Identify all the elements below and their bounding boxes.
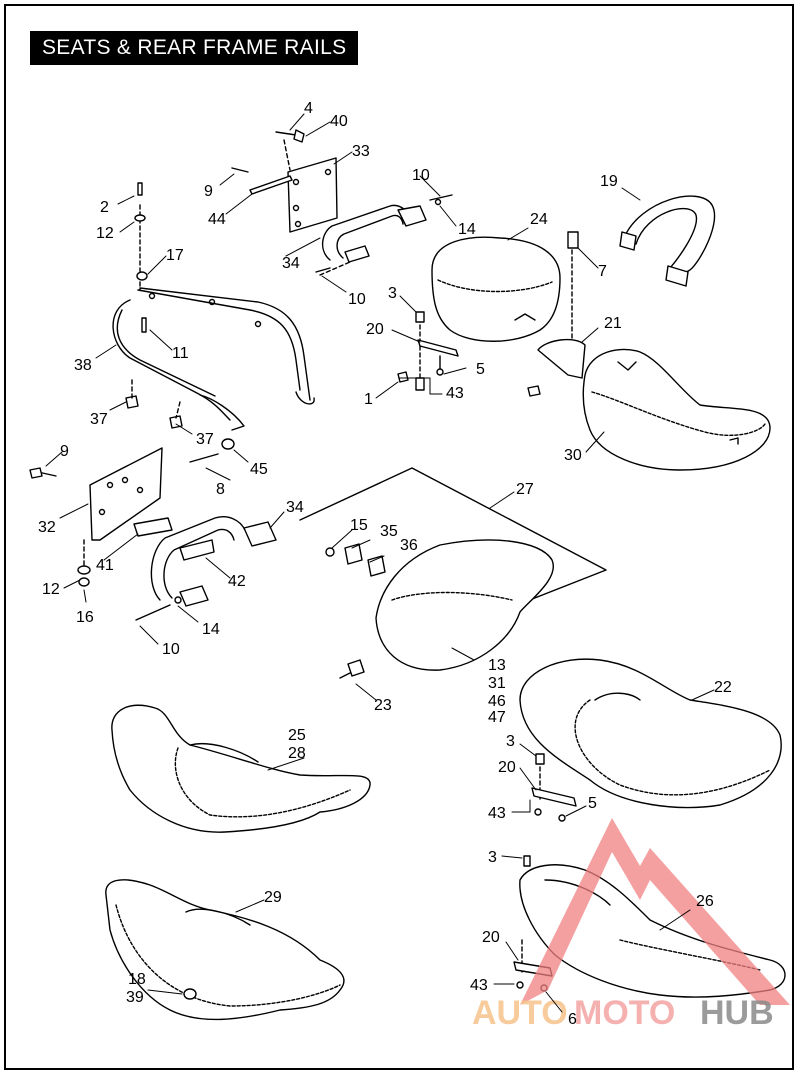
callout-21: 21: [604, 315, 622, 332]
callout-11: 11: [172, 345, 189, 362]
two-up-seat-part: [519, 658, 782, 822]
watermark-text-auto: AUTO: [472, 994, 568, 1032]
callout-14-upper: 14: [458, 221, 476, 238]
page-title: SEATS & REAR FRAME RAILS: [30, 31, 359, 65]
watermark-text-hub: HUB: [700, 994, 774, 1032]
callout-3-upper: 3: [388, 285, 397, 302]
solo-seat-part: [397, 236, 561, 391]
callout-6: 6: [568, 1011, 577, 1028]
callout-29: 29: [264, 889, 282, 906]
touring-two-up-seat-part: [105, 879, 345, 1021]
callout-19: 19: [600, 173, 618, 190]
callout-7: 7: [598, 263, 607, 280]
callout-26: 26: [696, 893, 714, 910]
callout-10-upper: 10: [412, 167, 430, 184]
callout-38: 38: [74, 357, 92, 374]
callout-20-mid: 20: [498, 759, 516, 776]
callout-22: 22: [714, 679, 732, 696]
license-bracket-part: [231, 129, 338, 233]
callout-35: 35: [380, 523, 398, 540]
callout-25: 25: [288, 727, 306, 744]
callout-28: 28: [288, 745, 306, 762]
callout-36: 36: [400, 537, 418, 554]
callout-17: 17: [166, 247, 184, 264]
callout-34-upper: 34: [282, 255, 300, 272]
callout-4: 4: [304, 100, 313, 117]
callout-45: 45: [250, 461, 268, 478]
lower-bracket-part: [29, 438, 235, 587]
callout-12-lower: 12: [42, 581, 60, 598]
lower-rail-part: [135, 516, 277, 621]
callout-33: 33: [352, 143, 370, 160]
callout-44: 44: [208, 211, 226, 228]
callout-34-lower: 34: [286, 499, 304, 516]
upper-rail-part: [315, 194, 453, 276]
callout-20-upper: 20: [366, 321, 384, 338]
callout-39: 39: [126, 989, 144, 1006]
callout-37-right: 37: [196, 431, 214, 448]
callout-42: 42: [228, 573, 246, 590]
leader-lines: [45, 113, 715, 1013]
callout-9-upper: 9: [204, 183, 213, 200]
callout-9-lower: 9: [60, 443, 69, 460]
callout-14-lower: 14: [202, 621, 220, 638]
callout-47: 47: [488, 709, 506, 726]
page-border: [4, 4, 794, 1070]
callout-43-lower: 43: [470, 977, 488, 994]
callout-46: 46: [488, 693, 506, 710]
rear-frame-rail-part: [112, 182, 315, 431]
callout-43-mid: 43: [488, 805, 506, 822]
callout-10-lower: 10: [162, 641, 180, 658]
low-profile-seat-part: [111, 704, 371, 833]
callout-27: 27: [516, 481, 534, 498]
touring-solo-seat-part: [527, 231, 771, 471]
callout-1: 1: [364, 391, 373, 408]
watermark-logo: AUTO MOTO HUB: [472, 818, 790, 1032]
callout-10-mid: 10: [348, 291, 366, 308]
callout-24: 24: [530, 211, 548, 228]
callout-12-upper: 12: [96, 225, 114, 242]
callout-13: 13: [488, 657, 506, 674]
callout-15: 15: [350, 517, 368, 534]
callout-labels: 4 40 33 9 44 2 12 17 11 38 37 37 45 8 9 …: [38, 100, 732, 1028]
callout-40: 40: [330, 113, 348, 130]
callout-43-upper: 43: [446, 385, 464, 402]
callout-32: 32: [38, 519, 56, 536]
watermark-triangle-icon: [520, 818, 790, 1005]
callout-5-mid: 5: [588, 795, 597, 812]
callout-2: 2: [100, 199, 109, 216]
callout-41: 41: [96, 557, 114, 574]
callout-30: 30: [564, 447, 582, 464]
callout-37-left: 37: [90, 411, 108, 428]
callout-3-mid: 3: [506, 733, 515, 750]
callout-31: 31: [488, 675, 506, 692]
callout-16: 16: [76, 609, 94, 626]
callout-8: 8: [216, 481, 225, 498]
callout-23: 23: [374, 697, 392, 714]
watermark-text-moto: MOTO: [574, 994, 675, 1032]
backrest-pad-part: [299, 467, 607, 679]
callout-18: 18: [128, 971, 146, 988]
callout-5-upper: 5: [476, 361, 485, 378]
callout-20-lower: 20: [482, 929, 500, 946]
passenger-strap-part: [619, 195, 716, 287]
callout-3-lower: 3: [488, 849, 497, 866]
